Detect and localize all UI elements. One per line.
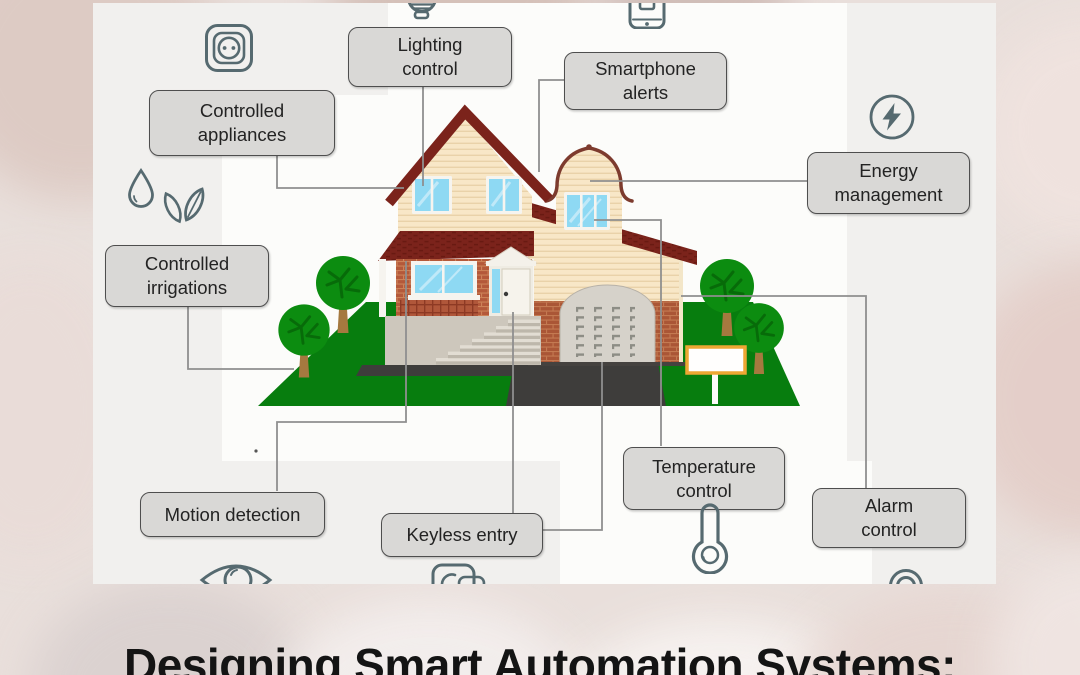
alarm-bell-icon — [883, 560, 929, 584]
label-text: Temperature control — [652, 455, 756, 501]
label-temperature-control: Temperature control — [623, 447, 785, 510]
thermometer-icon — [686, 502, 734, 574]
connector-appliances — [276, 154, 404, 189]
porch-steps — [436, 319, 540, 365]
upper-window — [486, 176, 522, 214]
gable-roof — [385, 104, 553, 207]
connector-lines — [187, 79, 867, 531]
label-energy-management: Energy management — [807, 152, 970, 214]
walkway — [356, 365, 516, 376]
keyless-lock-icon — [429, 558, 487, 584]
yard-sign — [685, 345, 747, 404]
dome-window — [564, 192, 610, 230]
connector-irrigations — [187, 305, 294, 370]
label-text: Motion detection — [164, 503, 301, 525]
label-text: Keyless entry — [406, 524, 518, 546]
connector-motion — [276, 261, 407, 491]
power-outlet-icon — [204, 23, 254, 73]
label-text: Alarm control — [861, 495, 917, 540]
connector-temperature — [594, 219, 662, 446]
label-keyless-entry: Keyless entry — [381, 513, 543, 557]
label-controlled-appliances: Controlled appliances — [149, 90, 335, 156]
label-smartphone-alerts: Smartphone alerts — [564, 52, 727, 110]
garage-door — [559, 284, 656, 366]
label-alarm-control: Alarm control — [812, 488, 966, 548]
label-text: Lighting control — [397, 34, 463, 79]
upper-window — [412, 176, 452, 214]
label-text: Controlled irrigations — [144, 253, 230, 298]
connector-alarm — [681, 295, 867, 488]
label-controlled-irrigations: Controlled irrigations — [105, 245, 269, 307]
smartphone-icon — [627, 3, 667, 29]
connector-keyless-garage — [542, 362, 603, 531]
eye-motion-icon — [197, 550, 275, 584]
stray-dot — [254, 449, 258, 453]
label-motion-detection: Motion detection — [140, 492, 325, 537]
label-text: Energy management — [834, 160, 943, 205]
front-door — [484, 246, 538, 316]
page-title: Designing Smart Automation Systems: — [124, 639, 956, 675]
water-drop-icon — [126, 168, 156, 208]
connector-smartphone — [538, 79, 564, 172]
label-lighting-control: Lighting control — [348, 27, 512, 87]
porch-window — [408, 261, 480, 300]
light-bulb-icon — [403, 3, 441, 20]
label-text: Controlled appliances — [197, 100, 287, 145]
label-text: Smartphone alerts — [595, 58, 696, 103]
energy-bolt-icon — [868, 93, 916, 141]
leaves-icon — [156, 178, 218, 232]
house — [378, 104, 697, 366]
driveway — [506, 363, 666, 406]
porch-roof — [378, 231, 534, 261]
